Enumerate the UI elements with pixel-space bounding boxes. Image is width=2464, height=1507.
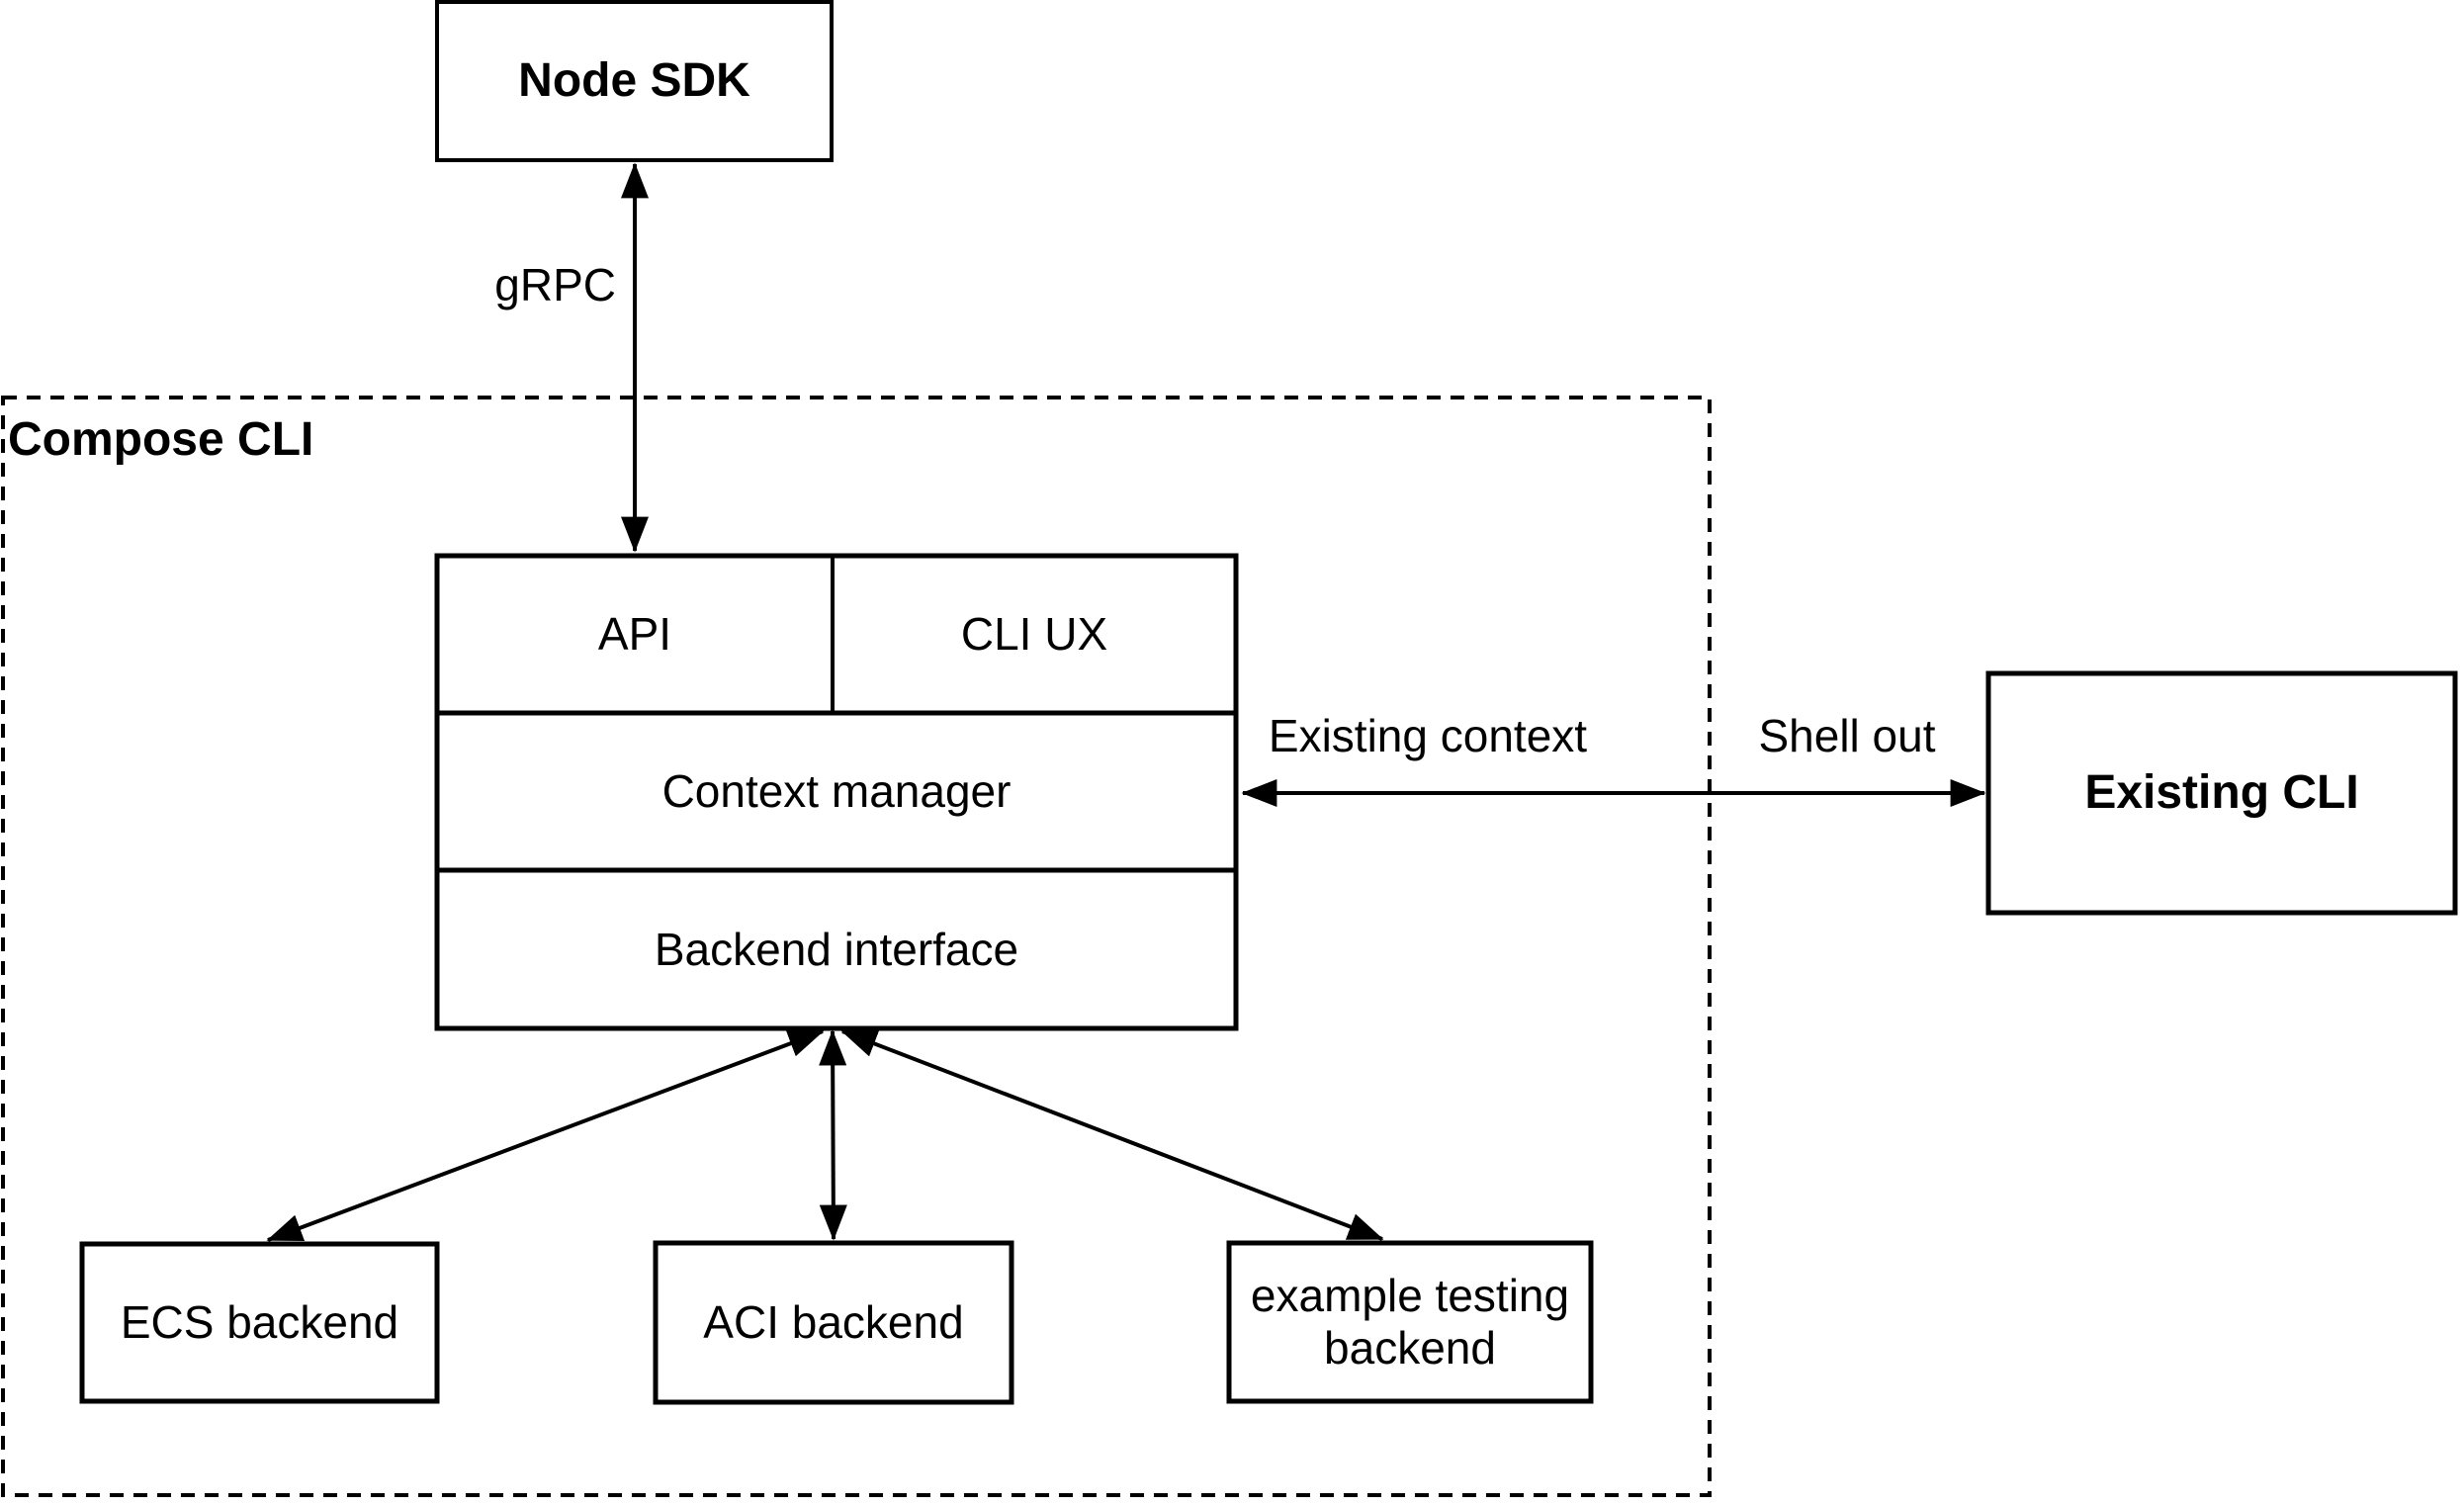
api-cell-label: API: [597, 608, 672, 661]
existing-cli-label: Existing CLI: [2084, 766, 2359, 820]
backend-interface-cell-label: Backend interface: [654, 923, 1019, 975]
compose-stack-box: [434, 553, 1239, 1031]
node-sdk-label: Node SDK: [518, 54, 750, 108]
ecs-backend-label: ECS backend: [120, 1296, 399, 1349]
aci-backend-box: [653, 1240, 1014, 1405]
shell-out-edge-label: Shell out: [1758, 709, 1936, 761]
example-testing-backend-arrow: [840, 1029, 1384, 1241]
existing-context-edge-label: Existing context: [1268, 709, 1588, 761]
example-testing-backend-box: [1226, 1240, 1594, 1404]
aci-backend-arrow: [819, 1029, 847, 1241]
example-testing-backend-label: example testing backend: [1250, 1270, 1570, 1374]
existing-cli-box: [1985, 670, 2458, 916]
compose-cli-container-border: [1, 396, 1712, 1497]
node-sdk-box: [435, 0, 834, 162]
ecs-backend-box: [79, 1241, 440, 1404]
compose-cli-container-label: Compose CLI: [8, 413, 314, 467]
context-manager-cell-label: Context manager: [661, 765, 1012, 818]
ecs-backend-arrow: [266, 1029, 825, 1242]
aci-backend-label: ACI backend: [703, 1296, 964, 1349]
grpc-edge-label: gRPC: [494, 258, 616, 310]
cli-ux-cell-label: CLI UX: [960, 608, 1108, 661]
